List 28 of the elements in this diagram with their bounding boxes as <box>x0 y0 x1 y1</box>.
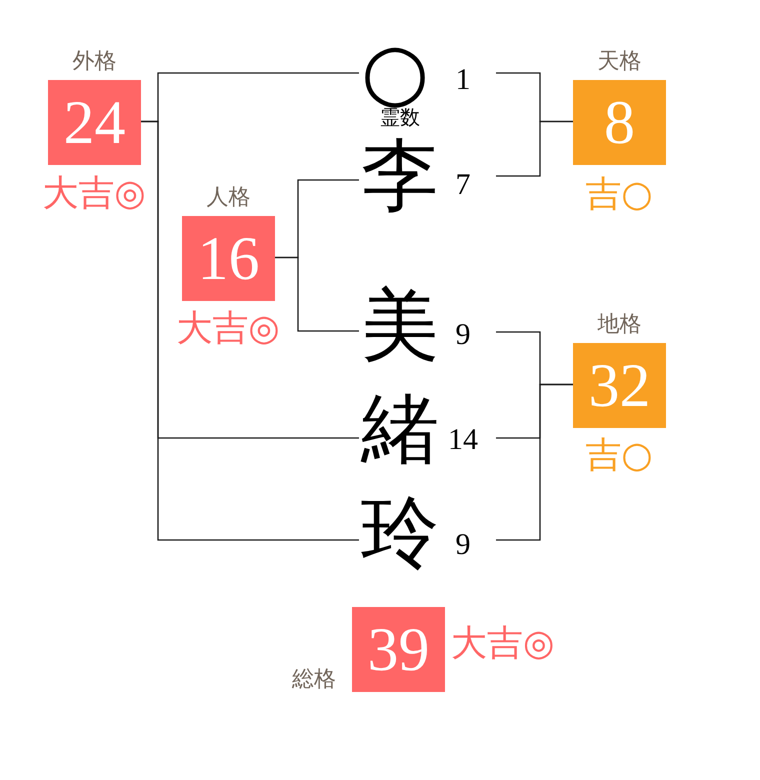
connector-line <box>141 120 359 541</box>
fortune-rating: 大吉◎ <box>42 176 146 212</box>
score-box: 32 <box>573 343 666 428</box>
score-box: 16 <box>182 216 275 301</box>
fortune-rating: 大吉◎ <box>451 626 554 662</box>
fortune-rating: 吉○ <box>585 438 653 474</box>
name-character: 李 <box>361 137 439 215</box>
score-box: 8 <box>573 80 666 165</box>
name-character: 美 <box>361 287 439 365</box>
connector-line <box>496 384 573 541</box>
grade-heading: 人格 <box>206 184 250 212</box>
stroke-count: 1 <box>456 65 470 95</box>
grade-heading: 外格 <box>72 48 116 76</box>
fortune-rating: 吉○ <box>585 177 653 213</box>
name-character: 玲 <box>361 494 439 572</box>
stroke-count: 7 <box>456 170 470 200</box>
score-box: 39 <box>352 607 445 692</box>
score-box: 24 <box>48 80 141 165</box>
grade-heading: 天格 <box>598 48 642 76</box>
grade-heading: 総格 <box>292 666 336 694</box>
fortune-rating: 大吉◎ <box>176 311 280 347</box>
stroke-count: 14 <box>448 425 478 455</box>
grade-heading: 地格 <box>598 311 642 339</box>
stroke-count: 9 <box>456 320 470 350</box>
name-character: 緒 <box>361 390 439 468</box>
connector-line <box>496 120 573 177</box>
connector-line <box>275 256 359 332</box>
stroke-count: 9 <box>456 530 470 560</box>
